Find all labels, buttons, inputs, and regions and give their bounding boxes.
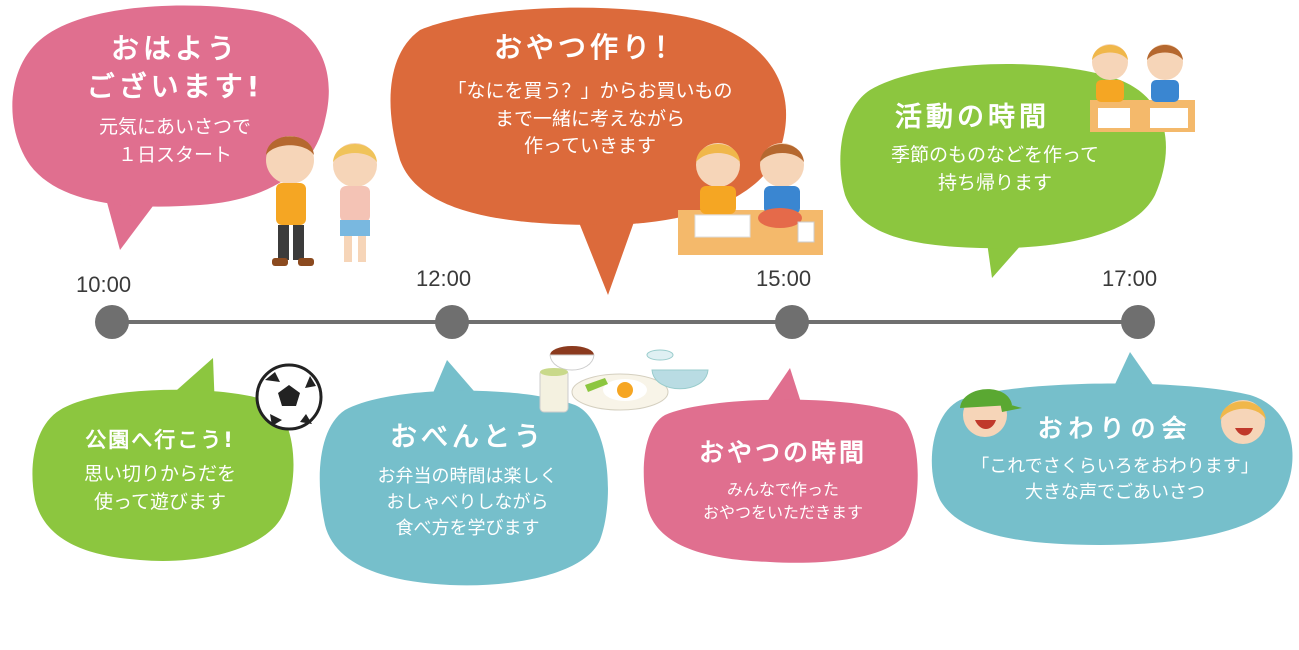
morning-body-line1: 元気にあいさつで [98, 116, 251, 138]
snack-making-body-line1: 「なにを買う？」からお買いもの [447, 80, 733, 102]
children-standing [266, 136, 377, 266]
bubble-activity [840, 63, 1166, 278]
closing-title: おわりの会 [1037, 414, 1193, 443]
time-label-1200: 12:00 [416, 266, 472, 291]
timeline [95, 305, 1155, 339]
timeline-node-1200 [435, 305, 469, 339]
activity-body-line2: 持ち帰ります [937, 171, 1052, 194]
time-label-1000: 10:00 [76, 272, 132, 297]
closing-text: おわりの会 「これでさくらいろをおわります」 大きな声でごあいさつ [935, 412, 1295, 506]
snack-making-body-line3: 作っていきます [523, 135, 657, 158]
meal-illustration [539, 346, 709, 413]
snack-making-title: おやつ作り！ [493, 31, 686, 64]
soccer-ball-icon [255, 363, 323, 431]
bubble-closing [931, 352, 1293, 545]
snack-time-body-line2: おやつをいただきます [702, 503, 863, 523]
bubble-snack-time [643, 368, 918, 563]
park-body-line2: 使って遊びます [93, 490, 227, 513]
bubble-park [32, 358, 294, 561]
snack-making-body-line2: まで一緒に考えながら [494, 107, 685, 130]
time-label-1700: 17:00 [1102, 266, 1158, 291]
timeline-node-1500 [775, 305, 809, 339]
morning-body-line2: １日スタート [117, 143, 232, 166]
snack-time-text: おやつの時間 みんなで作った おやつをいただきます [648, 436, 918, 524]
park-text: 公園へ行こう! 思い切りからだを 使って遊びます [35, 425, 285, 516]
activity-body-line1: 季節のものなどを作って [890, 144, 1100, 166]
snack-time-title: おやつの時間 [698, 438, 867, 467]
snack-making-text: おやつ作り！ 「なにを買う？」からお買いもの まで一緒に考えながら 作っていきま… [395, 30, 785, 161]
closing-body-line1: 「これでさくらいろをおわります」 [971, 456, 1259, 477]
park-body-line1: 思い切りからだを [83, 463, 236, 485]
bubble-morning [12, 5, 329, 250]
morning-title-line2: ございます! [86, 70, 264, 103]
child-with-cap [960, 389, 1022, 437]
closing-body-line2: 大きな声でごあいさつ [1025, 482, 1205, 504]
bubble-lunch [319, 360, 608, 586]
timeline-node-1000 [95, 305, 129, 339]
timeline-node-1700 [1121, 305, 1155, 339]
lunch-text: おべんとう お弁当の時間は楽しく おしゃべりしながら 食べ方を学びます [325, 420, 610, 542]
lunch-body-line1: お弁当の時間は楽しく [377, 466, 558, 487]
girl-face [1220, 400, 1266, 444]
park-title: 公園へ行こう! [85, 428, 235, 452]
morning-text: おはよう ございます! 元気にあいさつで １日スタート [30, 30, 320, 169]
lunch-title: おべんとう [390, 422, 545, 453]
children-cooking [678, 143, 823, 255]
lunch-body-line3: 食べ方を学びます [395, 518, 540, 540]
children-crafting [1090, 44, 1195, 132]
activity-text: 活動の時間 季節のものなどを作って 持ち帰ります [845, 100, 1145, 197]
morning-title-line1: おはよう [110, 32, 239, 65]
snack-time-body-line1: みんなで作った [726, 480, 839, 499]
lunch-body-line2: おしゃべりしながら [386, 492, 549, 514]
bubble-snack-making [390, 7, 787, 295]
activity-title: 活動の時間 [895, 102, 1050, 133]
time-label-1500: 15:00 [756, 266, 812, 291]
